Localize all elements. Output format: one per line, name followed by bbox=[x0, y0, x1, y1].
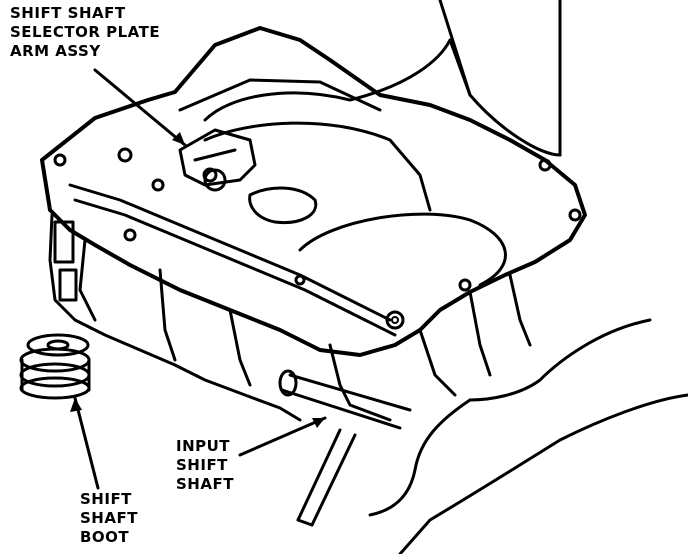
label-line: SHIFT SHAFT bbox=[10, 4, 126, 22]
label-line: ARM ASSY bbox=[10, 42, 101, 60]
leader-selector-plate bbox=[93, 68, 187, 147]
input-shift-shaft bbox=[278, 369, 412, 527]
arrow-shift-boot bbox=[70, 398, 82, 412]
label-line: BOOT bbox=[80, 528, 130, 546]
technician-hands bbox=[203, 0, 688, 556]
arrow-input-shaft bbox=[312, 418, 325, 428]
arrow-selector-plate bbox=[172, 132, 185, 145]
label-line: SHIFT bbox=[176, 456, 228, 474]
leader-lines bbox=[70, 68, 327, 490]
label-line: SHAFT bbox=[80, 509, 138, 527]
label-line: SELECTOR PLATE bbox=[10, 23, 161, 41]
label-shift-shaft-boot: SHIFT SHAFT BOOT bbox=[80, 490, 138, 547]
selector-plate-arm bbox=[178, 128, 318, 225]
label-line: SHIFT bbox=[80, 490, 132, 508]
shift-shaft-boot bbox=[19, 333, 91, 400]
label-input-shift-shaft: INPUT SHIFT SHAFT bbox=[176, 437, 234, 494]
leader-shift-boot bbox=[73, 396, 100, 490]
label-line: SHAFT bbox=[176, 475, 234, 493]
label-shift-shaft-selector-plate-arm-assy: SHIFT SHAFT SELECTOR PLATE ARM ASSY bbox=[10, 4, 160, 61]
label-line: INPUT bbox=[176, 437, 231, 455]
transmission-case bbox=[40, 26, 587, 422]
leader-input-shaft bbox=[238, 416, 327, 457]
